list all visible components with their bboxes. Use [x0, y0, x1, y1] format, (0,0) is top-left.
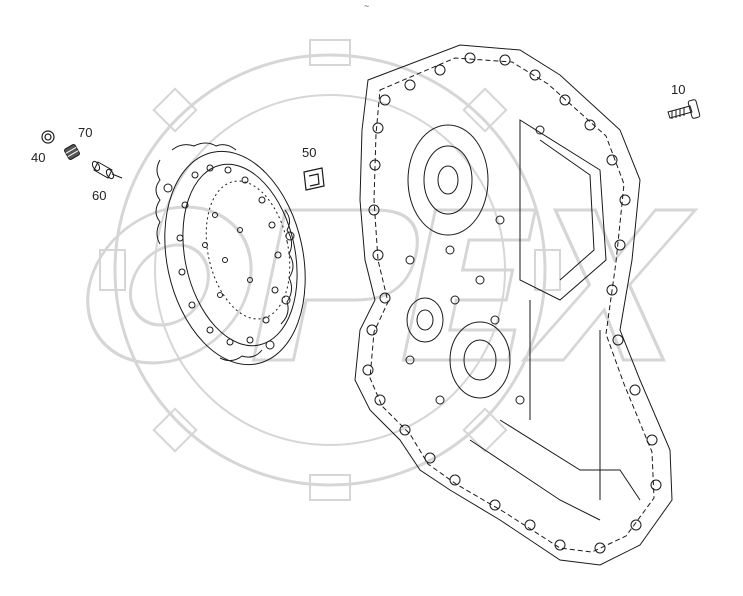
- cover-bolt-holes: [176, 164, 282, 346]
- top-mark: ~: [364, 1, 370, 11]
- transmission-housing: [354, 44, 673, 566]
- watermark-letter-o-inner: [128, 243, 210, 327]
- watermark-letter-e: [401, 208, 538, 362]
- watermark-gear-ring: [113, 53, 547, 487]
- part-70-plug: [64, 144, 80, 160]
- housing-inner-holes: [405, 125, 545, 405]
- watermark-letter-x: [520, 208, 699, 362]
- watermark-gear-teeth: [99, 39, 561, 501]
- housing-bolt-bosses: [362, 52, 662, 554]
- housing-flange: [369, 57, 655, 553]
- callout-50: 50: [302, 145, 317, 160]
- bearing-bore-mid: [406, 297, 444, 343]
- housing-outline: [354, 44, 673, 566]
- bearing-bore-upper: [407, 124, 489, 236]
- callout-10: 10: [671, 82, 686, 97]
- intermediate-cover-plate: [155, 142, 306, 366]
- part-60-sleeve: [91, 160, 123, 180]
- part-10-bolt: [667, 99, 701, 119]
- callout-70: 70: [78, 125, 93, 140]
- callout-60: 60: [92, 188, 107, 203]
- part-40-ring: [41, 130, 55, 144]
- cover-lugs: [155, 142, 295, 362]
- part-50-clip: [303, 167, 325, 191]
- callout-40: 40: [31, 150, 46, 165]
- bearing-bore-lower: [449, 321, 511, 399]
- housing-rib-panel: [519, 119, 607, 301]
- watermark-letter-p: [251, 208, 419, 362]
- watermark-letters: [86, 205, 699, 365]
- opex-watermark: [86, 39, 699, 501]
